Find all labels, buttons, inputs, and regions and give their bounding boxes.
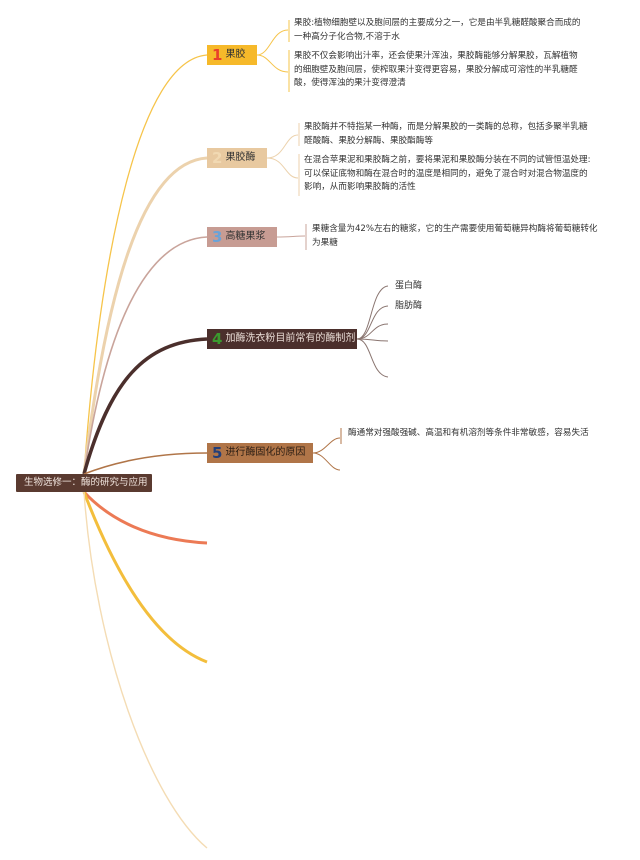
topic-label-4: 加酶洗衣粉目前常有的酶制剂 bbox=[225, 333, 356, 344]
topic-node-5[interactable]: 5 进行酶固化的原因 bbox=[207, 443, 313, 463]
topic-label-2: 果胶酶 bbox=[225, 152, 256, 163]
root-label: 生物选修一：酶的研究与应用 bbox=[24, 477, 148, 488]
leaf-4a[interactable]: 蛋白酶 bbox=[395, 281, 423, 291]
note-3a: 果糖含量为42%左右的糖浆，它的生产需要使用葡萄糖异构酶将葡萄糖转化为果糖 bbox=[312, 224, 598, 248]
topic-label-5: 进行酶固化的原因 bbox=[225, 447, 306, 458]
topic-node-2[interactable]: 2 果胶酶 bbox=[207, 148, 267, 168]
note-link-5 bbox=[312, 437, 341, 454]
topic-node-4[interactable]: 4 加酶洗衣粉目前常有的酶制剂 bbox=[207, 329, 357, 349]
topic-number-2: 2 bbox=[212, 149, 223, 167]
topic-node-3[interactable]: 3 高糖果浆 bbox=[207, 227, 277, 247]
note-link-5b bbox=[312, 452, 341, 471]
branch-link-8 bbox=[83, 491, 208, 849]
topic-number-3: 3 bbox=[212, 228, 223, 246]
leaf-link-2 bbox=[356, 305, 389, 340]
note-link-2 bbox=[266, 134, 299, 159]
branch-link-7 bbox=[82, 491, 208, 664]
branch-link-5 bbox=[83, 452, 208, 475]
branch-link-6 bbox=[82, 490, 208, 545]
branch-link-1 bbox=[83, 54, 208, 475]
note-link-1 bbox=[256, 29, 289, 56]
note-link-2b bbox=[266, 157, 299, 179]
root-node[interactable]: 生物选修一：酶的研究与应用 bbox=[16, 474, 152, 492]
topic-label-1: 果胶 bbox=[225, 49, 246, 60]
note-1b: 果胶不仅会影响出汁率，还会使果汁浑浊，果胶酶能够分解果胶，瓦解植物的细胞壁及胞间… bbox=[294, 51, 578, 88]
branch-link-4 bbox=[82, 337, 208, 475]
note-5a: 酶通常对强酸强碱、高温和有机溶剂等条件非常敏感，容易失活 bbox=[348, 428, 589, 438]
topic-number-4: 4 bbox=[212, 330, 223, 348]
topic-number-5: 5 bbox=[212, 444, 223, 462]
note-link-1b bbox=[256, 54, 289, 73]
note-2b: 在混合苹果泥和果胶酶之前，要将果泥和果胶酶分装在不同的试管恒温处理:可以保证底物… bbox=[304, 155, 591, 192]
topic-number-1: 1 bbox=[212, 46, 223, 64]
leaf-link-4 bbox=[356, 338, 389, 342]
branch-link-3 bbox=[83, 236, 208, 475]
note-link-3 bbox=[276, 235, 306, 238]
note-2a: 果胶酶并不特指某一种酶，而是分解果胶的一类酶的总称，包括多聚半乳糖醛酸酶、果胶分… bbox=[304, 122, 588, 146]
branch-link-2 bbox=[82, 156, 208, 475]
leaf-link-5 bbox=[356, 338, 389, 378]
topic-label-3: 高糖果浆 bbox=[225, 231, 266, 242]
leaf-4b[interactable]: 脂肪酶 bbox=[395, 301, 423, 311]
note-1a: 果胶:植物细胞壁以及胞间层的主要成分之一，它是由半乳糖醛酸聚合而成的一种高分子化… bbox=[294, 18, 581, 42]
topic-node-1[interactable]: 1 果胶 bbox=[207, 45, 257, 65]
